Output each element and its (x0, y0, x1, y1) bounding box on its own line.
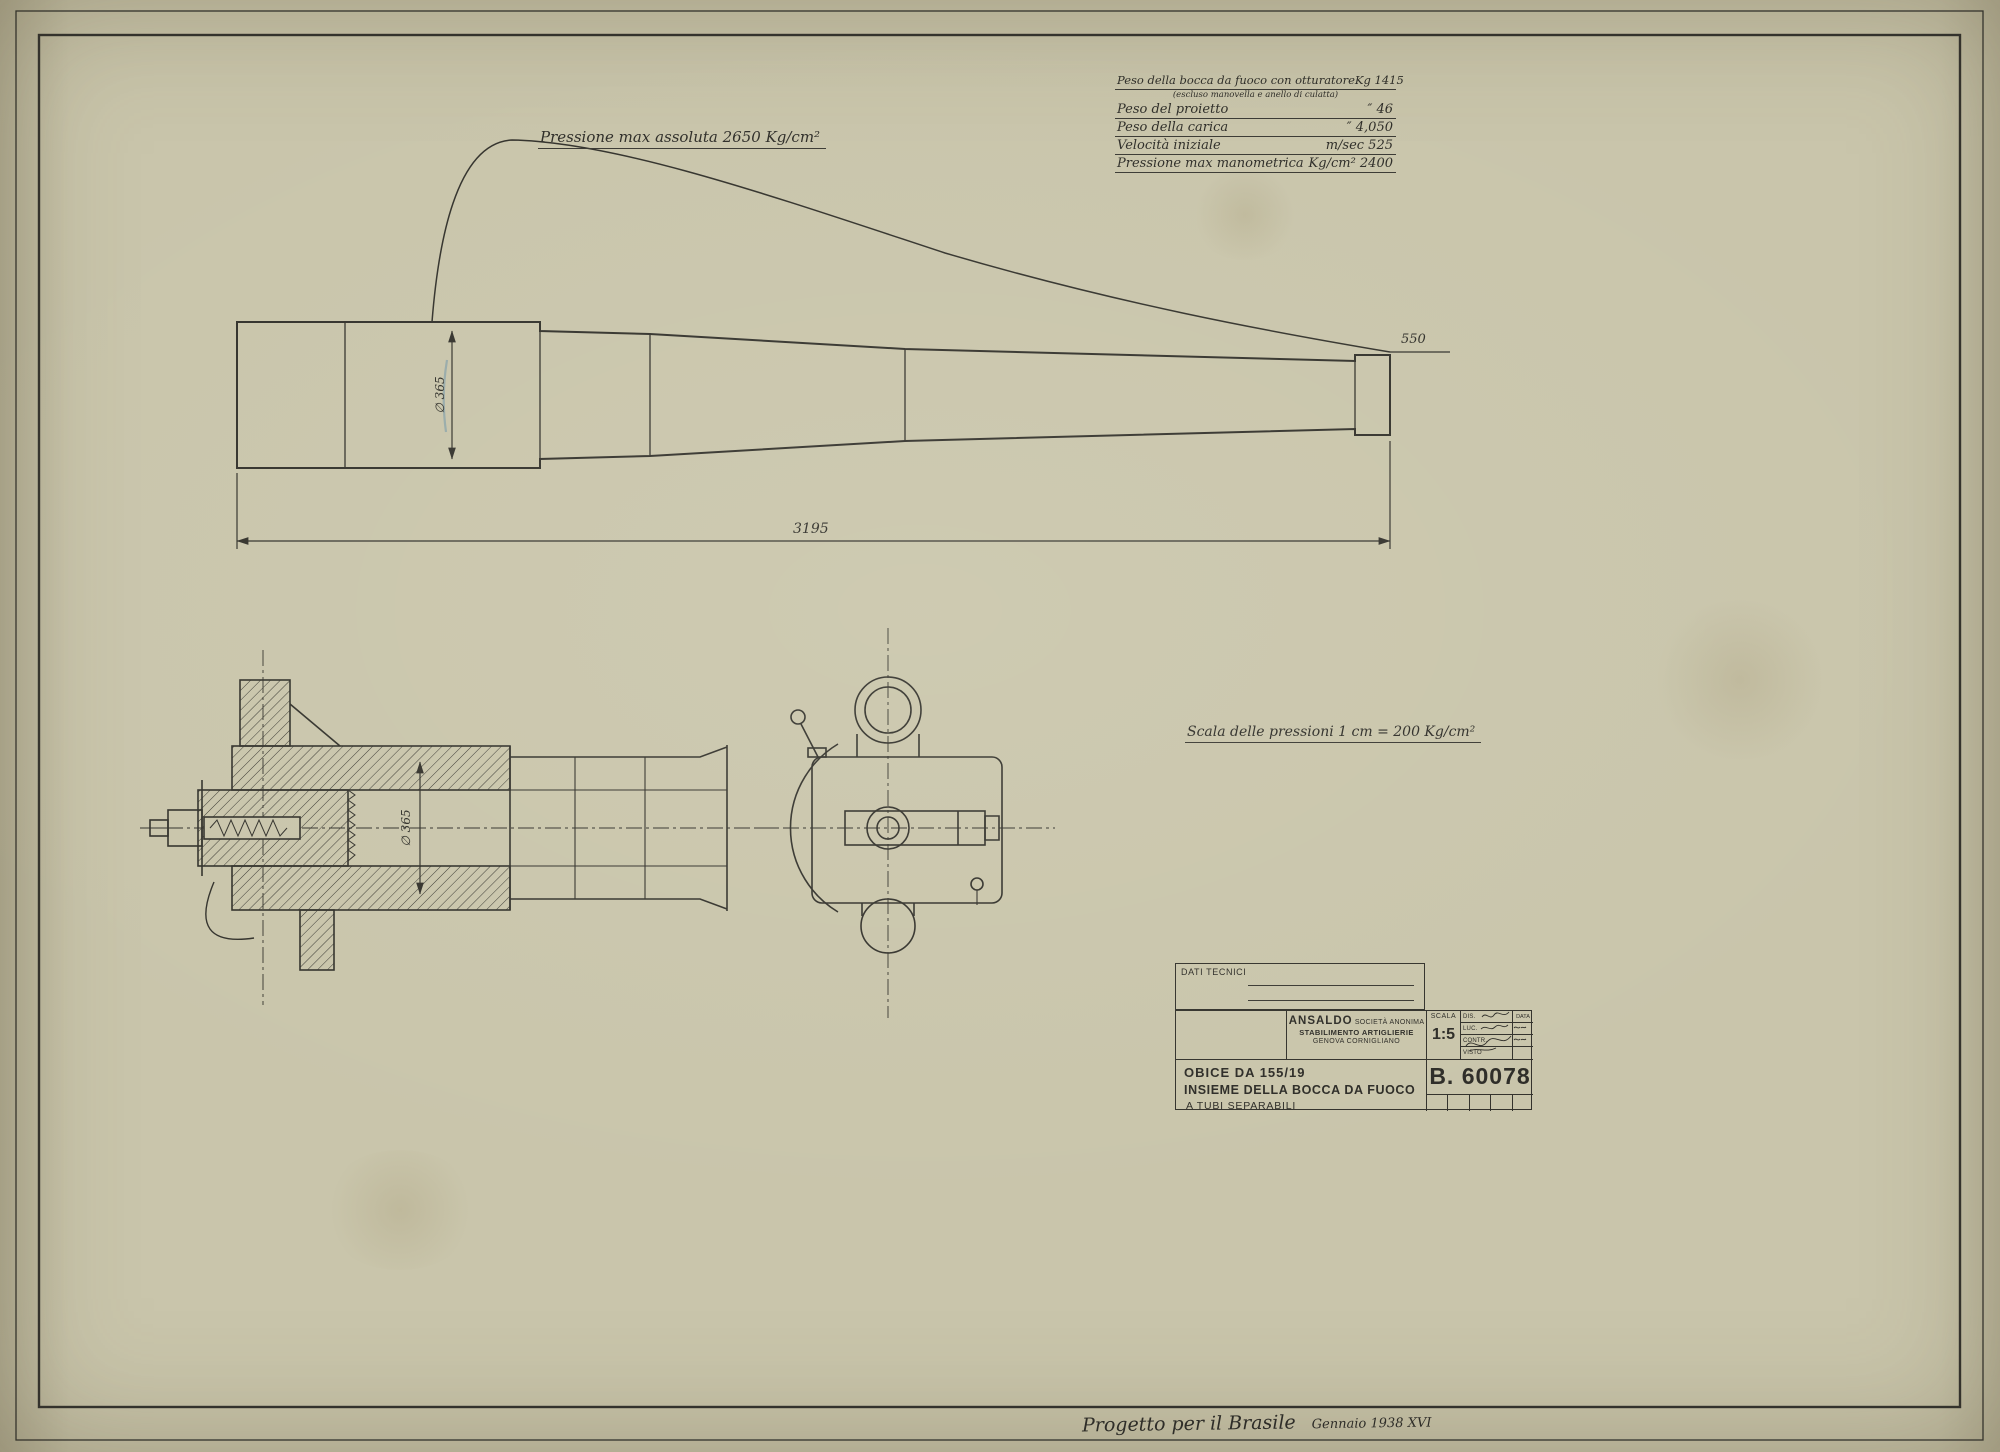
project-date: Gennaio 1938 XVI (1311, 1415, 1432, 1433)
outer-border (15, 10, 1984, 1441)
breech-rear-body (811, 756, 1003, 904)
spec-label: Pressione max manometrica (1117, 156, 1304, 171)
pressure-curve (431, 139, 1391, 353)
breech-rear-view (756, 628, 1055, 1018)
muzzle-dim: 550 (1401, 332, 1426, 347)
diameter-dim-section: ∅ 365 (399, 809, 413, 847)
top-lug (239, 679, 291, 747)
lever-arm (800, 723, 819, 758)
breech-section-view (140, 650, 780, 1005)
approval-row: CONTR. (1461, 1034, 1533, 1047)
scale-cell: SCALA 1:5 (1426, 1011, 1460, 1059)
dati-tecnici-box: DATI TECNICI (1175, 963, 1425, 1010)
spec-row: Peso della carica ″ 4,050 (1115, 119, 1396, 137)
drawing-title-line2: INSIEME DELLA BOCCA DA FUOCO (1184, 1083, 1416, 1097)
revision-cell (1427, 1095, 1447, 1111)
spec-label: Peso della carica (1117, 120, 1229, 135)
spec-value: ″ 46 (1367, 102, 1393, 117)
drawing-number: B. 60078 (1429, 1063, 1531, 1089)
blank-rule (1248, 1000, 1414, 1001)
top-trunnion-ring (854, 676, 922, 744)
company-cell: ANSALDO SOCIETÀ ANONIMA STABILIMENTO ART… (1286, 1011, 1426, 1059)
data-column-header: DATA (1512, 1010, 1533, 1023)
date-cell (1512, 1022, 1533, 1035)
spec-value: Kg/cm² 2400 (1308, 156, 1393, 171)
project-note: Progetto per il Brasile (1081, 1411, 1296, 1437)
spec-row: Peso della bocca da fuoco con otturatore… (1115, 72, 1404, 90)
spec-row: Peso del proietto ″ 46 (1115, 101, 1396, 119)
lever-knob (790, 709, 806, 725)
drawing-number-cell: B. 60078 (1426, 1059, 1533, 1111)
approval-row: LUC. (1461, 1022, 1533, 1035)
spec-value: m/sec 525 (1325, 138, 1393, 153)
scale-value: 1:5 (1431, 1026, 1456, 1043)
company-type: SOCIETÀ ANONIMA (1354, 1019, 1425, 1026)
spec-value: Kg 1415 (1354, 73, 1404, 87)
approval-row: DIS. DATA (1461, 1010, 1533, 1023)
revision-cell (1490, 1095, 1511, 1111)
blank-rule (1248, 985, 1414, 986)
pressure-scale-label: Scala delle pressioni 1 cm = 200 Kg/cm² (1185, 724, 1482, 743)
company-name: ANSALDO (1288, 1015, 1353, 1027)
bottom-lug (299, 909, 335, 971)
drawing-title-line3: A TUBI SEPARABILI (1186, 1100, 1297, 1112)
approval-label: VISTO (1463, 1050, 1482, 1056)
approvals-cell: DIS. DATA LUC. CONTR. VISTO (1460, 1010, 1533, 1059)
sheet-borders (15, 10, 1984, 1441)
signature-area (1483, 1011, 1512, 1023)
spec-note: (escluso manovella e anello di culatta) (1172, 90, 1339, 100)
tube-exterior (510, 745, 728, 911)
carrier-arc (789, 743, 839, 913)
dati-tecnici-label: DATI TECNICI (1181, 967, 1247, 977)
diameter-dim-side: ∅ 365 (433, 376, 447, 414)
revision-cell (1511, 1095, 1533, 1111)
title-block: ANSALDO SOCIETÀ ANONIMA STABILIMENTO ART… (1175, 1010, 1533, 1112)
barrel-length-dim: 3195 (793, 521, 829, 537)
signature-area (1483, 1035, 1512, 1047)
approval-row: VISTO (1461, 1047, 1533, 1059)
spec-table: Peso della bocca da fuoco con otturatore… (1115, 72, 1404, 173)
approval-label: DIS. (1463, 1013, 1476, 1020)
operating-handle (205, 881, 255, 940)
spec-row: Pressione max manometrica Kg/cm² 2400 (1115, 155, 1396, 173)
company-line3: GENOVA CORNIGLIANO (1312, 1038, 1401, 1045)
date-cell (1512, 1047, 1533, 1059)
pressure-max-label: Pressione max assoluta 2650 Kg/cm² (538, 128, 827, 149)
side-view-dimensions (236, 330, 1450, 549)
drawing-title-cell: OBICE DA 155/19 INSIEME DELLA BOCCA DA F… (1176, 1059, 1426, 1112)
barrel-side-view (236, 321, 1391, 469)
spec-row: Velocità iniziale m/sec 525 (1115, 137, 1396, 155)
signature-area (1483, 1023, 1512, 1035)
approval-label: CONTR. (1463, 1037, 1488, 1044)
spec-label: Peso del proietto (1117, 102, 1229, 117)
signature-area (1483, 1047, 1512, 1059)
inner-border (37, 33, 1962, 1409)
spec-value: ″ 4,050 (1346, 120, 1393, 135)
firing-spring (209, 818, 288, 838)
date-cell (1512, 1034, 1533, 1047)
pencil-mark-blue (442, 359, 449, 433)
scale-label: SCALA (1430, 1013, 1457, 1020)
company-line2: STABILIMENTO ARTIGLIERIE (1299, 1028, 1414, 1037)
revision-strip (1427, 1094, 1533, 1111)
approval-label: LUC. (1463, 1025, 1478, 1032)
spec-label: Peso della bocca da fuoco con otturatore (1117, 73, 1355, 87)
revision-cell (1447, 1095, 1468, 1111)
firing-hole (866, 806, 910, 850)
title-block-empty-cell (1176, 1011, 1286, 1059)
spec-label: Velocità iniziale (1117, 138, 1221, 153)
bottom-lug-ring (860, 898, 916, 954)
signature-scribbles (1465, 1011, 1527, 1052)
rear-centerlines (756, 628, 1055, 1018)
drawing-title-line1: OBICE DA 155/19 (1184, 1065, 1306, 1080)
breech-threads (347, 789, 356, 862)
revision-cell (1468, 1095, 1490, 1111)
